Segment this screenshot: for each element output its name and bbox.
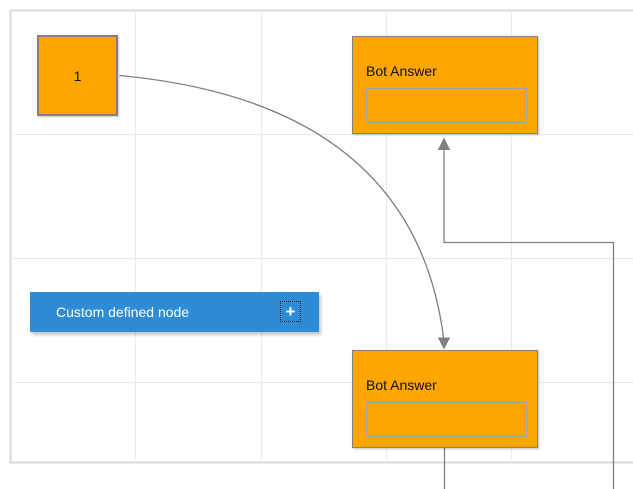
plus-glyph: +	[285, 302, 296, 321]
node-start[interactable]: 1	[37, 35, 118, 116]
connector-curve-start-to-bottom[interactable]	[119, 74, 451, 350]
custom-defined-node-button[interactable]: Custom defined node +	[30, 292, 319, 332]
custom-defined-node-label: Custom defined node	[56, 304, 190, 320]
node-start-label: 1	[73, 67, 82, 84]
add-node-plus-icon[interactable]: +	[280, 301, 301, 322]
node-answer-field[interactable]	[366, 402, 527, 437]
node-title: Bot Answer	[366, 377, 437, 393]
node-bot-answer-top[interactable]: Bot Answer	[352, 36, 538, 134]
arrowhead-up-icon	[437, 137, 451, 150]
connector-elbow-to-top[interactable]	[437, 137, 615, 489]
arrowhead-down-icon	[437, 337, 451, 350]
node-answer-field[interactable]	[366, 88, 527, 123]
node-bot-answer-bottom[interactable]: Bot Answer	[352, 350, 538, 448]
node-title: Bot Answer	[366, 63, 437, 79]
